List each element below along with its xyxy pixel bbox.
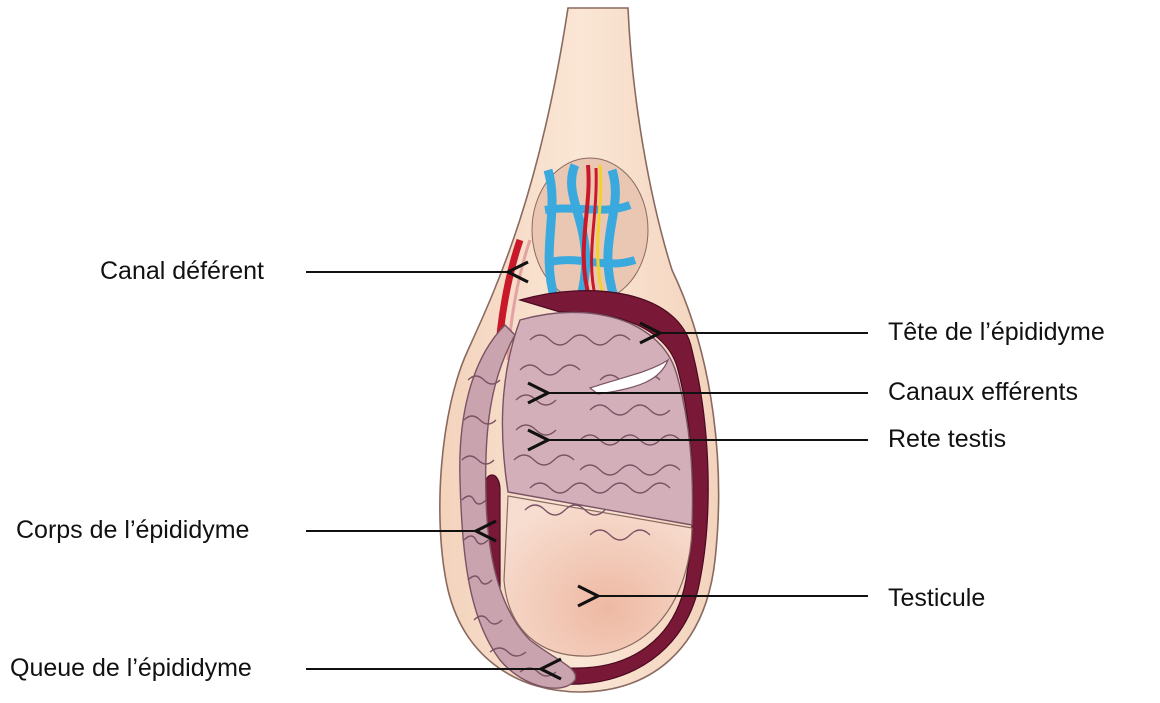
blood-vessels xyxy=(532,158,648,302)
label-canaux-efferents: Canaux efférents xyxy=(888,380,1078,405)
label-corps-epididyme: Corps de l’épididyme xyxy=(16,518,249,543)
label-queue-epididyme: Queue de l’épididyme xyxy=(10,656,252,681)
label-canal-deferent: Canal déférent xyxy=(100,259,264,284)
label-tete-epididyme: Tête de l’épididyme xyxy=(888,320,1105,345)
label-testicule: Testicule xyxy=(888,586,985,611)
label-rete-testis: Rete testis xyxy=(888,427,1006,452)
